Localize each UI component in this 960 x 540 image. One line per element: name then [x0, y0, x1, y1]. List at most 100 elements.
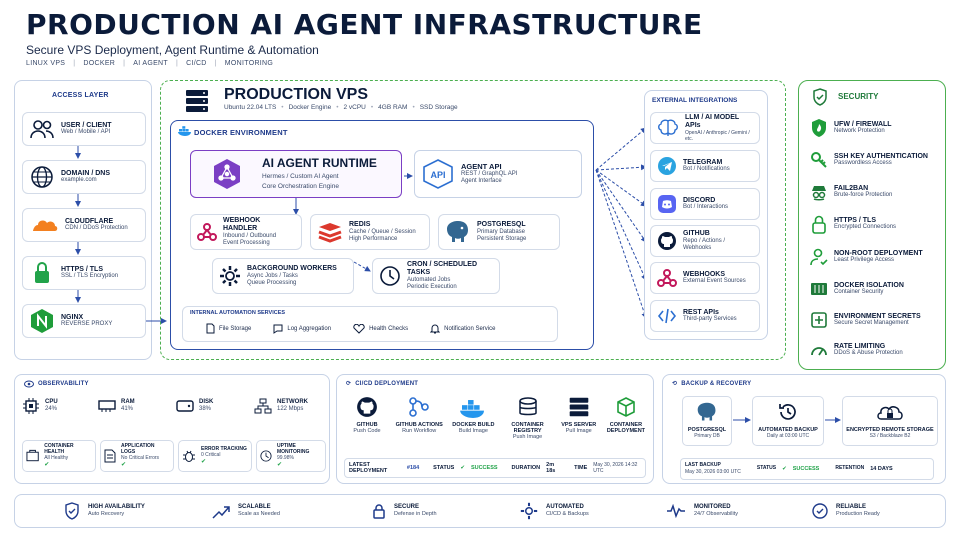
workers-title: BACKGROUND WORKERS [247, 264, 337, 272]
footer-title: SCALABLE [238, 504, 271, 511]
internal-automation-panel [182, 306, 558, 342]
cicd-step-title: DOCKER BUILD [452, 422, 495, 428]
workers-sub1: Async Jobs / Tasks [247, 272, 298, 279]
file-icon [206, 323, 215, 334]
code-icon [657, 307, 677, 325]
redis-sub1: Cache / Queue / Session [349, 228, 416, 235]
user-check-icon [810, 248, 828, 266]
page-subtitle: Secure VPS Deployment, Agent Runtime & A… [26, 43, 319, 57]
cpu-icon [23, 398, 39, 414]
check-value: All Healthy [44, 455, 69, 461]
internal-automation-title: INTERNAL AUTOMATION SERVICES [190, 310, 286, 316]
access-layer-title: ACCESS LAYER [52, 92, 109, 99]
footer-title: AUTOMATED [546, 504, 584, 511]
backup-title-icon: ⟲ [672, 381, 678, 387]
backup-remote-title: ENCRYPTED REMOTE STORAGE [846, 427, 934, 433]
metric-value: 122 Mbps [277, 405, 304, 412]
telegram-icon [657, 156, 677, 176]
check-ok-icon: ✔ [276, 462, 282, 468]
access-item-title: NGINX [61, 313, 84, 321]
runtime-sub1: Hermes / Custom AI Agent [262, 173, 339, 180]
duration-value: 2m 18s [546, 462, 556, 474]
security-item-title: RATE LIMITING [834, 342, 886, 350]
security-item-title: ENVIRONMENT SECRETS [834, 312, 921, 320]
backup-db-title: POSTGRESQL [687, 427, 727, 433]
access-item-sub: SSL / TLS Encryption [61, 273, 119, 280]
shield-fire-icon [810, 118, 828, 138]
globe-icon [29, 165, 55, 189]
security-item-sub: DDoS & Abuse Protection [834, 350, 903, 357]
cicd-title-icon: ⟳ [346, 381, 352, 387]
postgres-sub2: Persistent Storage [477, 235, 527, 242]
metric-label: NETWORK [277, 399, 308, 406]
ram-icon [98, 400, 116, 412]
tag-linux-vps: LINUX VPS [26, 60, 66, 67]
duration-label: DURATION [511, 464, 541, 471]
agent-api-sub1: REST / GraphQL API [461, 170, 518, 177]
redis-sub2: High Performance [349, 235, 398, 242]
cron-sub1: Automated Jobs [407, 276, 451, 283]
api-badge: API [430, 170, 445, 180]
chart-up-icon [212, 506, 230, 519]
bug-icon [183, 450, 195, 462]
postgres-sub1: Primary Database [477, 228, 526, 235]
discord-icon [657, 194, 677, 214]
external-item-sub: Bot / Notifications [683, 166, 730, 173]
backup-db-sub: Primary DB [694, 433, 720, 440]
cicd-step-sub: Build Image [458, 428, 488, 435]
cicd-status-label: STATUS [433, 464, 455, 471]
security-item-title: NON-ROOT DEPLOYMENT [834, 249, 923, 257]
footer-sub: CI/CD & Backups [546, 511, 589, 517]
gear-icon [520, 502, 538, 520]
internal-item-label: Notification Service [444, 325, 496, 332]
metric-value: 38% [199, 405, 212, 412]
shield-icon [812, 88, 828, 106]
internal-item-notification-service: Notification Service [430, 323, 495, 334]
agent-api-sub2: Agent Interface [461, 178, 502, 185]
tag-docker: DOCKER [83, 60, 116, 67]
check-circle-icon: ✔ [782, 466, 787, 472]
external-item-title: TELEGRAM [683, 158, 723, 166]
access-item-title: USER / CLIENT [61, 121, 112, 129]
metric-label: RAM [121, 399, 135, 406]
access-item-title: DOMAIN / DNS [61, 169, 110, 177]
redis-title: REDIS [349, 220, 371, 228]
security-item-title: SSH KEY AUTHENTICATION [834, 152, 928, 160]
cicd-step-title: GITHUB [356, 422, 378, 428]
docker-icon [178, 124, 192, 136]
page-title: PRODUCTION AI AGENT INFRASTRUCTURE [26, 8, 703, 41]
clock-icon [379, 265, 401, 287]
github-icon [344, 396, 390, 418]
server-icon [184, 88, 210, 114]
check-label: CONTAINER HEALTH [44, 443, 74, 455]
vps-spec: Docker Engine [288, 104, 332, 111]
security-item-title: HTTPS / TLS [834, 216, 876, 224]
uptime-icon [260, 450, 272, 462]
access-item-sub: REVERSE PROXY [61, 321, 113, 328]
elephant-icon [445, 219, 471, 245]
vps-spec: 2 vCPU [343, 104, 366, 111]
security-item-sub: Encrypted Connections [834, 224, 897, 231]
